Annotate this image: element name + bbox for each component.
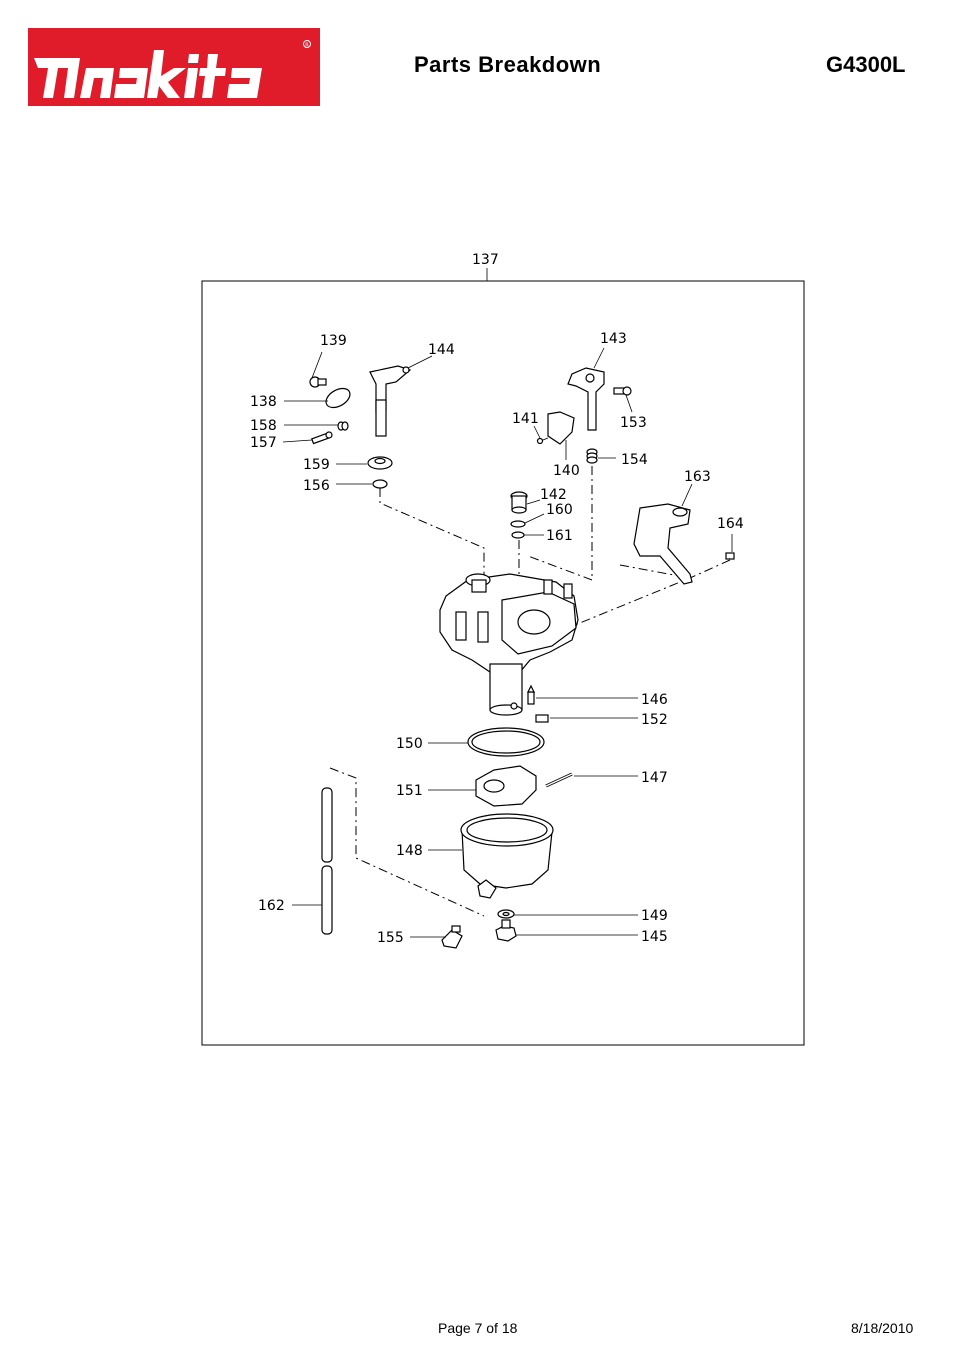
part-152-jet [535,714,549,723]
callout-138: 138 [250,394,277,410]
callout-141: 141 [512,411,539,427]
part-149-washer [497,909,515,919]
callout-154: 154 [621,452,648,468]
part-143-choke-lever [567,367,605,431]
part-159-collar [367,456,393,470]
svg-text:R: R [305,42,309,48]
callout-153: 153 [620,415,647,431]
part-147-pin [545,772,573,788]
part-162-tube [321,787,333,935]
callout-160: 160 [546,502,573,518]
part-150-gasket [467,727,545,757]
callout-144: 144 [428,342,455,358]
part-153-screw [613,386,632,396]
callout-137: 137 [472,252,499,268]
model-number: G4300L [826,52,906,77]
callout-151: 151 [396,783,423,799]
part-155-drain-screw [441,925,463,949]
carburetor-body [439,573,579,716]
part-148-bowl [460,813,554,899]
part-154-spring [586,448,598,464]
part-157-screw [311,431,333,445]
callout-146: 146 [641,692,668,708]
part-160-ring [510,520,526,528]
parts-diagram: 137 139 144 138 158 157 159 156 143 153 … [201,252,805,1046]
callout-158: 158 [250,418,277,434]
callout-145: 145 [641,929,668,945]
callout-156: 156 [303,478,330,494]
callout-139: 139 [320,333,347,349]
document-date: 8/18/2010 [851,1320,914,1336]
part-138-plate [325,387,351,409]
part-163-bracket [633,503,693,585]
page-number: Page 7 of 18 [438,1320,518,1336]
callout-163: 163 [684,469,711,485]
callout-149: 149 [641,908,668,924]
part-145-bolt [495,919,517,942]
callout-157: 157 [250,435,277,451]
callout-162: 162 [258,898,285,914]
part-158-spring [337,421,349,431]
callout-140: 140 [553,463,580,479]
callout-159: 159 [303,457,330,473]
part-156-ring [372,479,388,489]
part-151-float [475,765,537,807]
callout-164: 164 [717,516,744,532]
part-141-screw [536,437,549,445]
part-161-ring [511,531,525,539]
part-140-bracket [547,411,575,445]
part-146-needle [527,684,535,705]
callout-147: 147 [641,770,668,786]
part-139-screw [309,376,327,388]
callout-150: 150 [396,736,423,752]
makita-logo: R [28,28,320,106]
part-164-screw [725,552,735,560]
callout-155: 155 [377,930,404,946]
callout-161: 161 [546,528,573,544]
callout-142: 142 [540,487,567,503]
part-142-valve [510,491,528,514]
callout-143: 143 [600,331,627,347]
callout-148: 148 [396,843,423,859]
callout-152: 152 [641,712,668,728]
part-144-shaft [369,365,412,437]
page-title: Parts Breakdown [414,52,602,77]
